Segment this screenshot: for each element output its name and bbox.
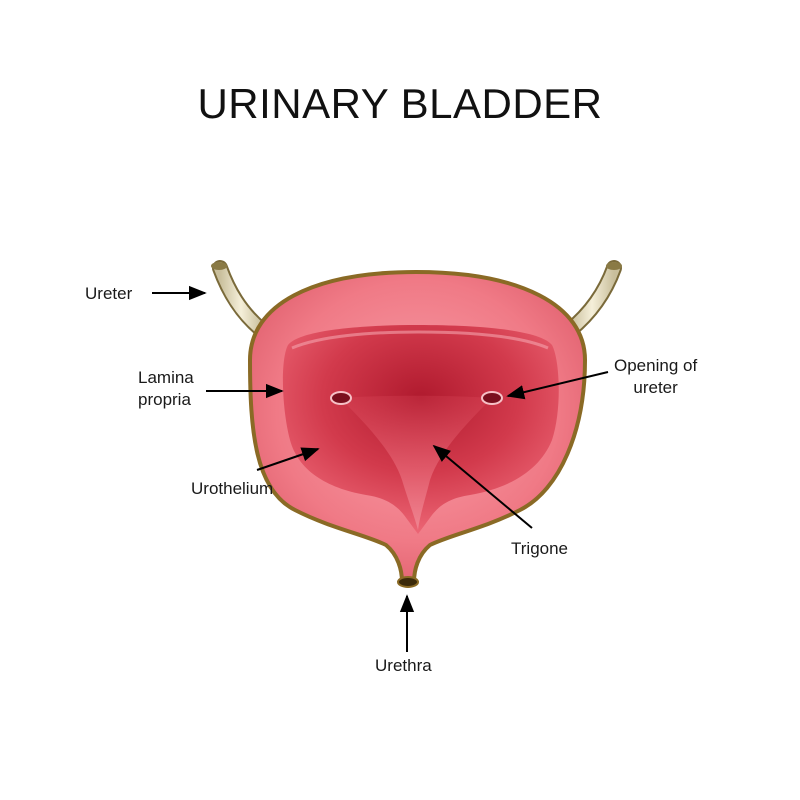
label-lamina-propria: Lamina propria xyxy=(138,367,194,411)
opening-of-ureter-arrow xyxy=(506,371,609,400)
label-urothelium-text: Urothelium xyxy=(191,479,274,498)
label-ureter-text: Ureter xyxy=(85,284,133,303)
label-opening-of-ureter: Opening of ureter xyxy=(614,355,697,399)
left-ureter xyxy=(211,260,270,338)
urothelium-arrow xyxy=(256,447,320,471)
label-urothelium: Urothelium xyxy=(191,478,273,500)
label-urethra: Urethra xyxy=(375,655,432,677)
right-ureter xyxy=(562,260,622,338)
diagram-title: URINARY BLADDER xyxy=(197,80,603,127)
label-lamina-line1: Lamina xyxy=(138,368,194,387)
label-trigone: Trigone xyxy=(511,538,568,560)
label-opening-line2: ureter xyxy=(633,378,678,397)
trigone-arrow xyxy=(432,444,533,529)
label-opening-line1: Opening of xyxy=(614,356,698,375)
label-lamina-line2: propria xyxy=(138,390,191,409)
urethra-opening xyxy=(397,576,419,588)
right-ureter-opening xyxy=(481,391,503,405)
trigone-region xyxy=(340,395,492,530)
label-trigone-text: Trigone xyxy=(511,539,569,558)
label-urethra-text: Urethra xyxy=(375,656,432,675)
left-ureter-opening xyxy=(330,391,352,405)
label-ureter: Ureter xyxy=(85,283,132,305)
